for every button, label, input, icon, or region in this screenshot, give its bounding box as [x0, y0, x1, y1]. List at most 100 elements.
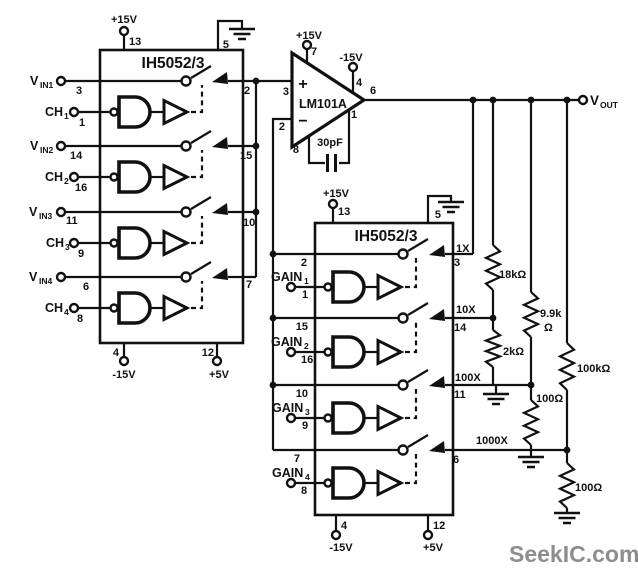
buffer-triangle — [376, 404, 405, 432]
resistor-2k-label: 2kΩ — [503, 346, 524, 358]
gain3-sub: 3 — [305, 407, 310, 417]
ground-symbol — [438, 200, 464, 214]
junction-dot — [489, 96, 497, 104]
analog-switch — [397, 238, 445, 260]
vout-label: V — [590, 93, 599, 108]
nand-gate-body — [117, 291, 152, 325]
opamp-vplus-pin: 7 — [311, 46, 317, 58]
junction-dot — [252, 142, 260, 150]
nand-gate-body — [117, 226, 152, 260]
terminal-circle — [285, 346, 297, 358]
resistor-100k-label: 100kΩ — [577, 363, 610, 375]
wire-segment — [216, 19, 244, 50]
terminal-circle — [285, 281, 297, 293]
gain2-pin: 16 — [301, 354, 313, 366]
gain-100x-label: 100X — [455, 372, 481, 384]
chip1-outline — [98, 48, 245, 345]
resistor-100b-label: 100Ω — [575, 482, 602, 494]
gain2-sub: 2 — [304, 341, 309, 351]
nand-gate-body — [331, 270, 366, 304]
ch1-pin: 1 — [79, 117, 85, 129]
switch-control-dashed-link — [191, 281, 204, 310]
chip2-out2-pin: 14 — [454, 322, 467, 334]
control-gate — [109, 226, 191, 260]
terminal-circle — [285, 412, 297, 424]
nand-gate-body — [331, 466, 366, 500]
gate-input-bubble — [323, 347, 333, 357]
opamp-plus-sign: + — [298, 76, 307, 93]
chip2-vplus-label: +15V — [323, 188, 350, 200]
gain4-pin: 8 — [301, 485, 307, 497]
opamp-comp8-pin: 8 — [293, 144, 299, 156]
junction-dot — [563, 96, 571, 104]
nand-gate-body — [331, 401, 366, 435]
opamp-vplus-label: +15V — [296, 30, 323, 42]
capacitor-30pf — [326, 154, 337, 172]
gain4-sub: 4 — [305, 472, 310, 482]
wire-segment — [307, 110, 351, 165]
buffer-triangle — [162, 229, 191, 257]
gain1-label: GAIN — [271, 270, 302, 284]
analog-switch — [397, 434, 445, 456]
gain3-label: GAIN — [272, 401, 303, 415]
analog-switch — [180, 196, 228, 218]
terminal-circle — [118, 355, 130, 367]
gain4-label: GAIN — [272, 466, 303, 480]
vin4-sub: IN4 — [39, 276, 53, 286]
control-gate — [109, 160, 191, 194]
wire-segment — [271, 117, 292, 450]
switch-control-dashed-link — [405, 389, 418, 420]
junction-dot — [489, 314, 497, 322]
terminal-circle — [55, 75, 67, 87]
vin1-label: V — [30, 74, 39, 88]
ch4-label: CH — [45, 301, 63, 315]
chip1-vlogic-pin: 12 — [202, 347, 214, 359]
resistor-18k-label: 18kΩ — [499, 269, 526, 281]
chip1-out2-pin: 15 — [240, 150, 252, 162]
resistor-zigzag — [482, 329, 504, 368]
ch3-label: CH — [46, 236, 64, 250]
opamp-triangle — [290, 50, 367, 150]
gate-input-bubble — [323, 478, 333, 488]
terminal-circle — [68, 302, 80, 314]
ch2-label: CH — [45, 170, 63, 184]
junction-dot — [563, 446, 571, 454]
vin3-sub: IN3 — [39, 211, 53, 221]
gate-input-bubble — [323, 282, 333, 292]
cap-value-label: 30pF — [317, 137, 343, 149]
junction-dot — [269, 314, 277, 322]
chip1-vplus-pin: 13 — [129, 36, 141, 48]
chip2-in3-pin: 10 — [296, 388, 308, 400]
vin1-pin: 3 — [76, 85, 82, 97]
resistor-zigzag — [521, 399, 541, 446]
chip2-in2-pin: 15 — [296, 321, 308, 333]
chip2-out4-pin: 6 — [453, 454, 459, 466]
terminal-circle — [55, 206, 67, 218]
buffer-triangle — [376, 469, 405, 497]
terminal-circle — [68, 237, 80, 249]
opamp-vminus-label: -15V — [339, 52, 363, 64]
junction-dot — [469, 96, 477, 104]
chip2-gnd-pin: 5 — [435, 209, 441, 221]
buffer-triangle — [376, 338, 405, 366]
terminal-circle — [301, 39, 313, 51]
analog-switch — [180, 65, 228, 87]
chip1-vplus-label: +15V — [111, 14, 138, 26]
buffer-triangle — [162, 98, 191, 126]
vin1-sub: IN1 — [40, 80, 54, 90]
buffer-triangle — [162, 163, 191, 191]
nand-gate-body — [331, 335, 366, 369]
ch3-sub: 3 — [65, 242, 70, 252]
gain2-label: GAIN — [271, 335, 302, 349]
terminal-circle — [330, 529, 342, 541]
junction-dot — [527, 381, 535, 389]
chip2-vplus-pin: 13 — [338, 206, 350, 218]
ch4-sub: 4 — [64, 307, 69, 317]
wires — [65, 19, 579, 531]
wire-segment — [295, 285, 324, 485]
terminal-circle — [68, 106, 80, 118]
control-gate — [109, 95, 191, 129]
analog-switch — [397, 369, 445, 391]
